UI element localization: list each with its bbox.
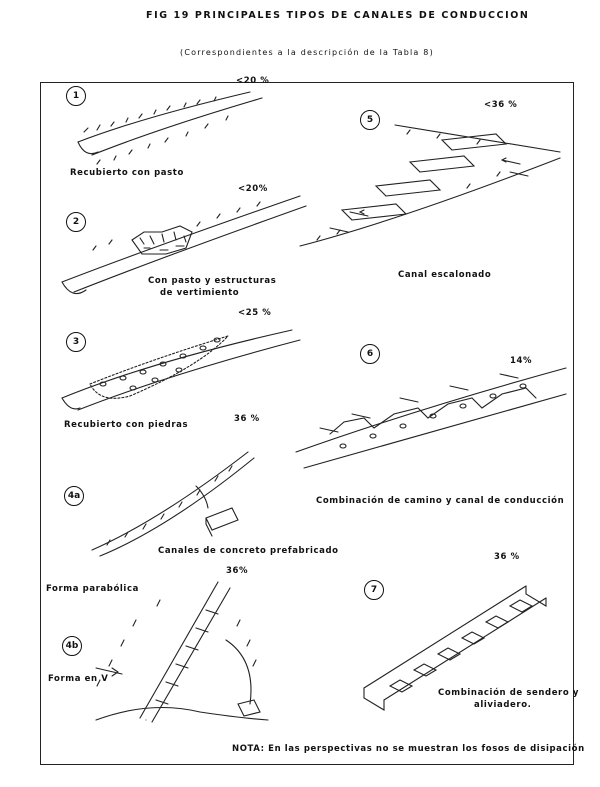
- panel-3-caption: Recubierto con piedras: [64, 420, 189, 430]
- figure-title: FIG 19 PRINCIPALES TIPOS DE CANALES DE C…: [146, 10, 530, 21]
- panel-4a-caption: Canales de concreto prefabricado: [158, 546, 339, 556]
- panel-3-drawing: [61, 329, 301, 411]
- panel-7-slope: 36 %: [494, 552, 520, 562]
- panel-2-caption-line2: de vertimiento: [160, 288, 240, 298]
- panel-5-number: 5: [360, 110, 380, 130]
- panel-7-number: 7: [364, 580, 384, 600]
- figure-subtitle: (Correspondientes a la descripción de la…: [180, 48, 434, 57]
- panel-5-slope: <36 %: [484, 100, 518, 110]
- panel-4a-slope: 36 %: [234, 414, 260, 424]
- panel-1-caption: Recubierto con pasto: [70, 168, 184, 178]
- panel-1-number: 1: [66, 86, 86, 106]
- panel-2-caption-line1: Con pasto y estructuras: [148, 276, 277, 286]
- figure-frame: [40, 82, 574, 765]
- panel-6-number: 6: [360, 344, 380, 364]
- panel-4b-slope: 36%: [226, 566, 249, 576]
- panel-1-drawing: [77, 91, 263, 165]
- panel-7-caption-line1: Combinación de sendero y: [438, 688, 579, 698]
- panel-4b-drawing: [95, 581, 269, 723]
- panel-3-slope: <25 %: [238, 308, 272, 318]
- panel-4a-drawing: [91, 451, 255, 557]
- panel-2-drawing: [61, 195, 307, 295]
- panel-7-drawing: [363, 585, 547, 711]
- panel-1-slope: <20 %: [236, 76, 270, 86]
- panel-2-number: 2: [66, 212, 86, 232]
- panel-4b-number: 4b: [62, 636, 82, 656]
- panel-4b-side-label: Forma en V: [48, 674, 109, 684]
- panel-6-caption: Combinación de camino y canal de conducc…: [316, 496, 565, 506]
- panel-6-drawing: [295, 367, 567, 469]
- panel-4a-side-label: Forma parabólica: [46, 584, 139, 594]
- panel-7-caption-line2: aliviadero.: [474, 700, 532, 710]
- panel-3-number: 3: [66, 332, 86, 352]
- panel-6-slope: 14%: [510, 356, 533, 366]
- footnote: NOTA: En las perspectivas no se muestran…: [232, 744, 585, 754]
- panel-2-slope: <20%: [238, 184, 268, 194]
- panel-5-drawing: [299, 124, 561, 247]
- panel-5-caption: Canal escalonado: [398, 270, 492, 280]
- panel-4a-number: 4a: [64, 486, 84, 506]
